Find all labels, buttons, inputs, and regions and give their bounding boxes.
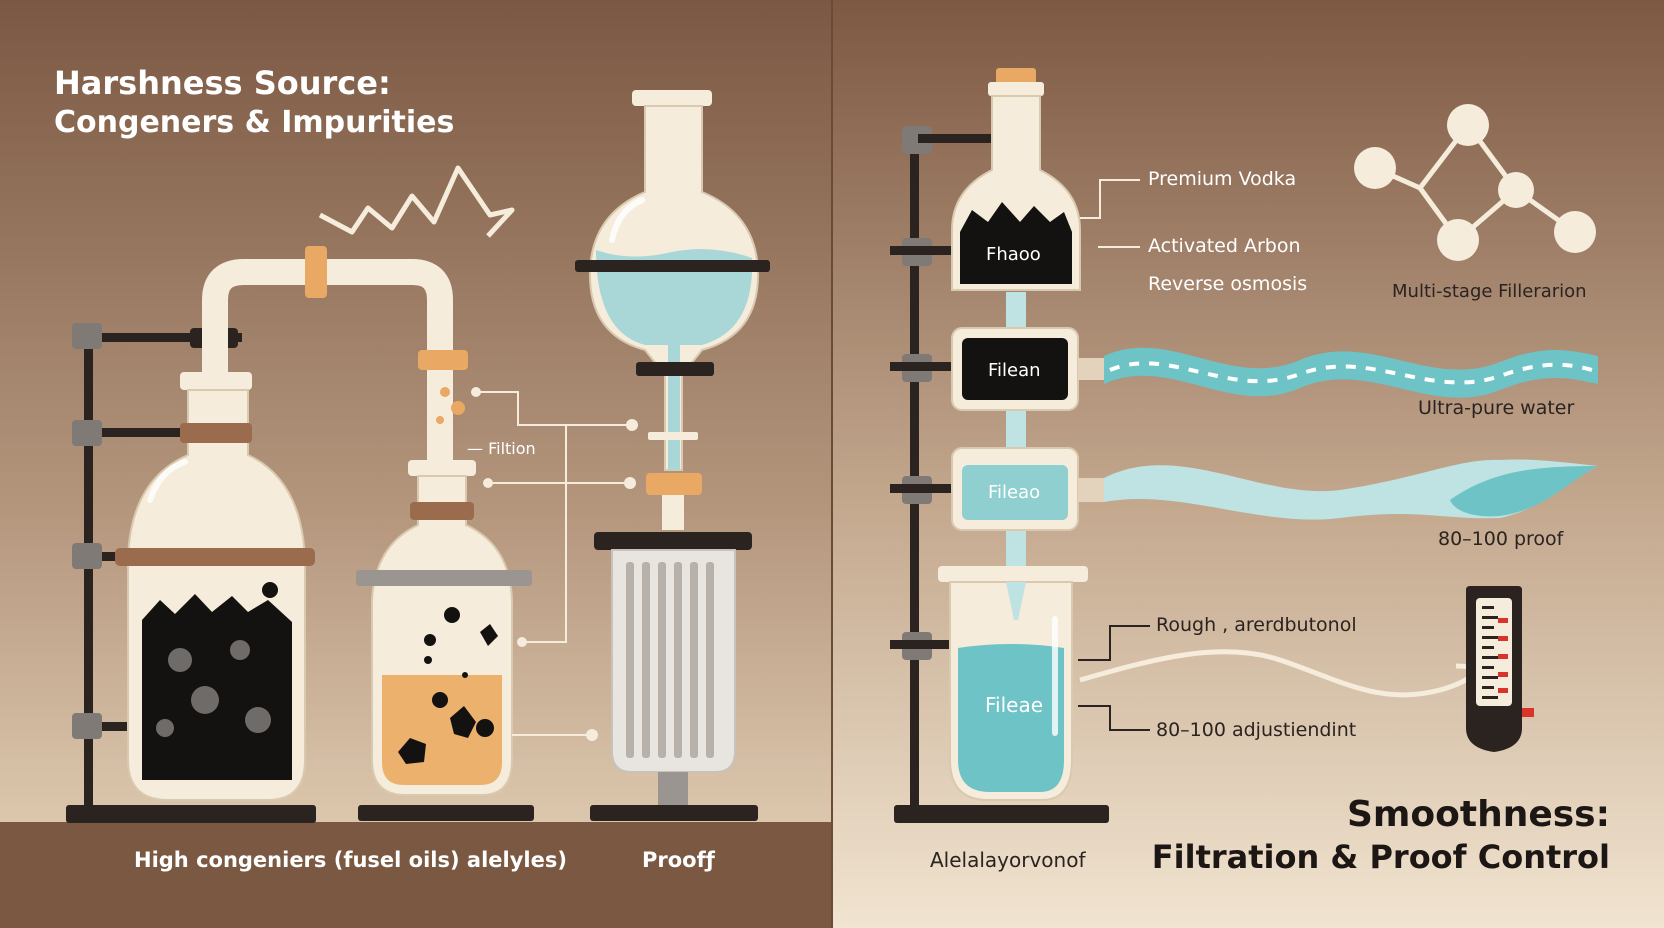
- carbon-filter-2: Filean: [951, 327, 1079, 411]
- congener-sludge: [142, 594, 292, 780]
- separatory-flask: [575, 90, 770, 495]
- collection-beaker: Fileae: [938, 566, 1088, 801]
- water-filter-3: Fileao: [951, 447, 1079, 531]
- right-panel: Fhaoo Filean Fileao Fileae Pre: [831, 0, 1664, 928]
- proof-caption: Proofƒ: [642, 848, 716, 872]
- reverse-osmosis-label: Reverse osmosis: [1148, 273, 1307, 295]
- right-lab-stand: [890, 126, 1109, 823]
- proof-stream: [1078, 459, 1598, 520]
- rough-label: Rough , arerdbutonol: [1156, 614, 1357, 636]
- left-title-line2: Congeners & Impurities: [54, 105, 454, 140]
- hydrometer-icon: [1466, 586, 1534, 752]
- filter-cartridge: [590, 495, 758, 821]
- left-lab-stand: [66, 323, 316, 823]
- congeners-caption: High congeniers (fusel oils) alelyles): [134, 848, 567, 872]
- filter-3-label: Fileao: [988, 482, 1040, 503]
- tube-ring: [418, 350, 468, 370]
- harshness-zigzag-icon: [318, 165, 515, 238]
- left-connector-lines: [478, 391, 632, 736]
- premium-vodka-label: Premium Vodka: [1148, 168, 1296, 190]
- proof-range-label: 80–100 proof: [1438, 528, 1565, 550]
- filter-1-label: Fhaoo: [986, 244, 1041, 265]
- ultra-pure-water-stream: [1078, 347, 1598, 398]
- carbon-filter-1: [960, 202, 1072, 284]
- large-distillation-flask: [115, 372, 315, 801]
- middle-flask-base: [358, 805, 534, 821]
- left-title-line1: Harshness Source:: [54, 64, 391, 102]
- left-panel: Harshness Source: Congeners & Impurities: [0, 0, 832, 928]
- filter-2-label: Filean: [988, 360, 1041, 381]
- adjustment-label: 80–100 adjustiendint: [1156, 719, 1356, 741]
- beaker-label: Fileae: [985, 693, 1043, 717]
- distillation-tube: [202, 259, 453, 483]
- tube-clamp: [305, 246, 327, 298]
- right-title-line1: Smoothness:: [1347, 794, 1610, 835]
- molecule-icon: [1354, 104, 1596, 261]
- left-floor: [0, 822, 832, 928]
- vodka-bottle: Fhaoo: [951, 68, 1081, 291]
- middle-flask: [356, 460, 532, 796]
- multistage-filtration-label: Multi-stage Fillerarion: [1392, 281, 1587, 302]
- ultra-pure-water-label: Ultra-pure water: [1418, 397, 1574, 419]
- filtration-label: — Filtion: [467, 439, 536, 458]
- right-title-line2: Filtration & Proof Control: [1152, 838, 1610, 876]
- stand-caption: Alelalayorvonof: [930, 848, 1086, 872]
- activated-carbon-label: Activated Arbon: [1148, 235, 1301, 257]
